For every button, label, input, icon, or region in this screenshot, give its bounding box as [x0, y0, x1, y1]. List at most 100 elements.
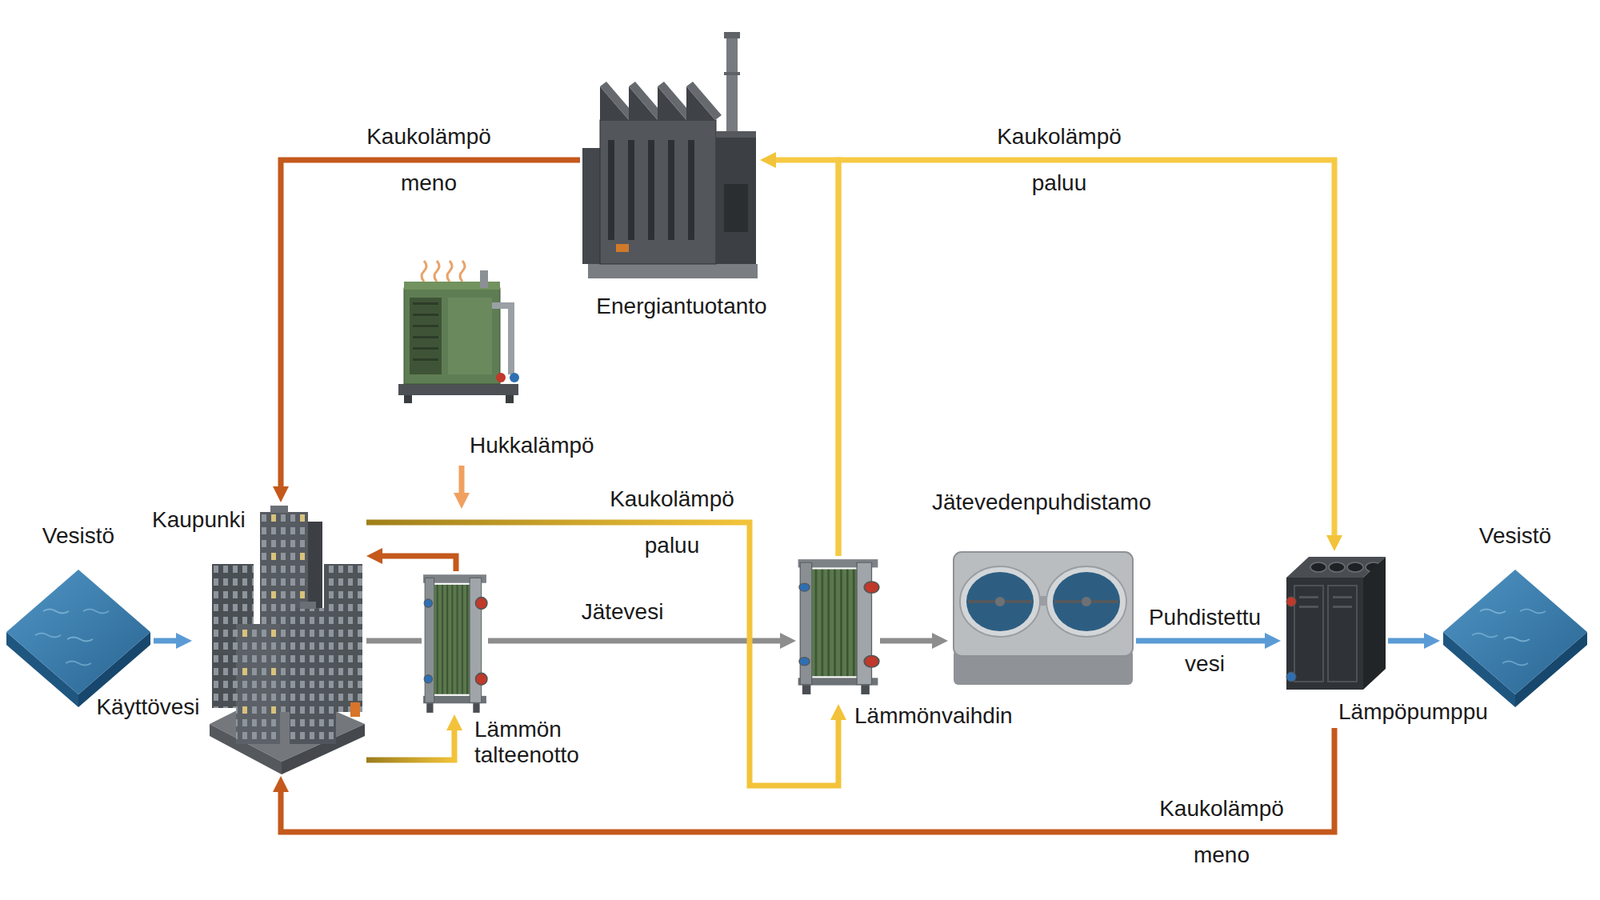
power-plant-picture	[688, 140, 695, 240]
label-slot: Kaukolämpö paluu	[609, 476, 735, 569]
heat-pump-picture	[1328, 585, 1357, 682]
treatment-plant-picture	[1052, 572, 1120, 632]
power-plant-picture	[582, 32, 758, 279]
heat-pump-picture	[1286, 596, 1296, 607]
waste-heat-picture	[412, 313, 439, 316]
label-slot: Hukkalämpö	[469, 432, 595, 460]
city: Kaupunki	[192, 502, 367, 776]
power-plant-picture	[600, 120, 716, 264]
treatment-plant-picture	[966, 572, 1034, 632]
treatment-plant: Jätevedenpuhdistamo	[948, 542, 1136, 690]
waste-heat-picture	[404, 288, 500, 384]
city-picture	[289, 608, 336, 744]
city-picture	[289, 608, 336, 744]
label-slot: Lämmön talteenotto	[474, 716, 580, 768]
power-plant-picture	[716, 136, 756, 264]
label-slot: Kaukolämpö meno	[366, 113, 492, 207]
flow-pipe	[366, 638, 422, 644]
city-picture	[236, 624, 280, 744]
waste-heat-picture	[398, 260, 520, 503]
node-label: Lämmön talteenotto	[474, 716, 580, 768]
waste-heat-picture	[404, 395, 412, 404]
treatment-plant-picture	[953, 552, 1133, 685]
waste-heat-picture	[412, 358, 439, 361]
heat-pump-picture	[1286, 577, 1364, 690]
exchanger-picture	[423, 574, 488, 713]
waste-heat-picture	[434, 260, 440, 282]
flow-pipe	[1136, 638, 1275, 644]
label-slot: Kaukolämpö meno	[1159, 785, 1284, 879]
exchanger-picture	[798, 559, 880, 695]
treatment-plant-picture	[960, 566, 1040, 637]
label-slot: Energiantuotanto	[596, 292, 767, 320]
heat-pump-picture	[1332, 605, 1352, 608]
flow-pipe	[366, 522, 839, 786]
flow-label: Kaukolämpö meno	[1159, 785, 1284, 879]
power-plant: Energiantuotanto	[580, 32, 760, 282]
flow-pipe	[880, 638, 942, 644]
heat-pump-picture	[1347, 562, 1364, 572]
waste-heat-picture	[509, 372, 520, 383]
treatment-plant-picture	[1046, 566, 1127, 637]
waste-heat-picture	[412, 336, 439, 339]
waste-heat-unit: Hukkalämpö	[392, 260, 526, 429]
heat-pump-picture	[1328, 562, 1345, 572]
waste-heat-picture	[398, 384, 519, 396]
node-label: Jätevedenpuhdistamo	[932, 488, 1152, 516]
water-picture	[6, 569, 151, 708]
power-plant-picture	[628, 140, 635, 240]
waste-heat-picture	[460, 260, 465, 282]
node-label: Vesistö	[42, 522, 115, 550]
power-plant-picture	[582, 148, 600, 264]
heat-pump-picture	[1363, 556, 1386, 690]
power-plant-picture	[716, 131, 756, 138]
heat-recovery: Lämmön talteenotto	[421, 571, 488, 715]
node-label: Lämpöpumppu	[1338, 698, 1488, 726]
power-plant-picture	[724, 184, 748, 232]
city-picture	[209, 505, 365, 775]
node-label: Energiantuotanto	[596, 292, 767, 320]
city-picture	[270, 505, 288, 513]
pipe-layer	[153, 160, 1434, 832]
city-picture	[236, 624, 280, 744]
flow-label: Kaukolämpö paluu	[609, 476, 735, 569]
node-label: Kaupunki	[152, 506, 246, 534]
power-plant-picture	[588, 264, 758, 279]
node-label: Lämmönvaihdin	[854, 702, 1013, 730]
waste-heat-picture	[505, 395, 514, 404]
power-plant-picture	[616, 244, 629, 252]
heat-pump: Lämpöpumppu	[1280, 551, 1388, 728]
flow-label: Käyttövesi	[96, 693, 200, 721]
waste-heat-picture	[492, 305, 512, 375]
city-picture	[350, 702, 360, 717]
waste-heat-picture	[421, 260, 427, 282]
flow-label: Jätevesi	[581, 598, 664, 626]
treatment-plant-picture	[995, 596, 1005, 607]
waste-heat-picture	[412, 302, 439, 305]
label-slot: Vesistö	[1479, 522, 1552, 550]
heat-pump-picture	[1299, 605, 1319, 608]
flow-label: Kaukolämpö meno	[366, 113, 492, 207]
label-slot: Jätevedenpuhdistamo	[932, 488, 1152, 516]
treatment-plant-picture	[1081, 596, 1092, 607]
label-slot: Puhdistettu vesi	[1148, 594, 1261, 688]
exchanger-picture	[423, 559, 880, 713]
power-plant-picture	[668, 140, 675, 240]
waste-heat-picture	[409, 297, 442, 375]
power-plant-picture	[648, 140, 655, 240]
flow-label: Kaukolämpö paluu	[996, 113, 1122, 207]
power-plant-picture	[724, 72, 740, 76]
water-picture	[1443, 569, 1588, 708]
waste-heat-picture	[412, 324, 439, 328]
heat-pump-picture	[1332, 596, 1352, 599]
flow-pipe	[366, 720, 455, 760]
heat-pump-picture	[1294, 585, 1324, 682]
waste-heat-picture	[496, 372, 506, 383]
power-plant-picture	[724, 32, 740, 39]
node-label: Hukkalämpö	[469, 432, 595, 460]
flow-pipe	[153, 638, 186, 644]
